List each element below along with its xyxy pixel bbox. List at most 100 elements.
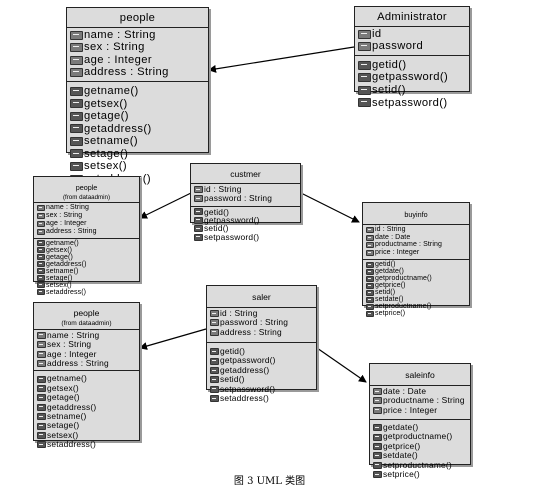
attributes-section: name : String sex : String age : Integer… xyxy=(34,330,139,372)
operation-icon xyxy=(373,443,382,451)
attributes-section: id password xyxy=(355,27,469,56)
class-people[interactable]: people (from dataadmin) name : String se… xyxy=(33,302,140,449)
operation-row: setname() xyxy=(37,411,136,421)
attribute-icon xyxy=(194,186,203,193)
operations-section: getdate() getproductname() getprice() se… xyxy=(370,420,470,481)
operation-icon xyxy=(373,433,382,441)
operations-section: getname() getsex() getage() getaddress()… xyxy=(34,239,139,298)
attribute-text: password : String xyxy=(204,193,273,204)
operation-row: setage() xyxy=(37,275,136,282)
attribute-icon xyxy=(194,195,203,203)
operation-icon xyxy=(194,225,203,233)
operation-icon xyxy=(37,441,46,449)
class-custmer[interactable]: custmer id : String password : String ge… xyxy=(190,163,301,241)
operation-row: setpassword() xyxy=(358,97,466,110)
attribute-icon xyxy=(37,331,46,339)
class-administrator[interactable]: Administrator id password getid() getpas… xyxy=(354,6,470,109)
attribute-row: sex : String xyxy=(70,41,205,54)
attribute-text: address : String xyxy=(46,227,97,235)
operation-row: getid() xyxy=(358,59,466,72)
attribute-icon xyxy=(70,55,83,65)
attribute-icon xyxy=(70,43,83,53)
operation-row: setpassword() xyxy=(210,384,313,394)
operation-row: setdate() xyxy=(366,296,466,303)
operation-text: setname() xyxy=(46,267,79,275)
operation-row: setprice() xyxy=(373,469,467,480)
class-name-box: Administrator xyxy=(355,7,469,27)
operation-icon xyxy=(37,282,45,289)
attribute-text: password xyxy=(372,40,424,53)
attributes-section: name : String sex : String age : Integer… xyxy=(67,28,208,82)
attribute-row: age : Integer xyxy=(70,54,205,67)
operation-icon xyxy=(373,452,382,460)
operation-icon xyxy=(70,86,83,96)
operation-text: setsex() xyxy=(84,160,127,173)
class-package: (from dataadmin) xyxy=(62,193,111,201)
attribute-row: sex : String xyxy=(37,212,136,220)
operation-icon xyxy=(37,403,46,411)
operation-text: setid() xyxy=(204,223,229,234)
operation-row: setproductname() xyxy=(373,460,467,470)
attribute-icon xyxy=(366,226,374,233)
class-name-box: saleinfo xyxy=(370,364,470,386)
operation-text: getpassword() xyxy=(220,355,276,366)
class-name-box: saler xyxy=(207,286,316,308)
operations-section: getid() getdate() getproductname() getpr… xyxy=(363,260,469,319)
relation-saler-saleinfo xyxy=(316,347,367,383)
operation-icon xyxy=(37,275,45,282)
class-people[interactable]: people (from dataadmin) name : String se… xyxy=(33,176,140,296)
attributes-section: id : String password : String address : … xyxy=(207,308,316,344)
operation-row: getproductname() xyxy=(366,275,466,282)
attribute-icon xyxy=(358,29,371,39)
operation-icon xyxy=(37,247,45,254)
class-people[interactable]: people name : String sex : String age : … xyxy=(66,7,209,185)
class-name-box: people (from dataadmin) xyxy=(34,177,139,204)
class-name-box: people (from dataadmin) xyxy=(34,303,139,330)
operation-icon xyxy=(37,261,45,268)
operation-text: setid() xyxy=(375,289,396,297)
operation-icon xyxy=(366,275,374,282)
attribute-icon xyxy=(210,310,219,317)
operation-row: getid() xyxy=(366,261,466,268)
operation-icon xyxy=(210,376,219,384)
operation-icon xyxy=(37,240,45,247)
operation-row: getpassword() xyxy=(358,71,466,84)
operation-icon xyxy=(70,99,83,109)
class-saleinfo[interactable]: saleinfo date : Date productname : Strin… xyxy=(369,363,471,479)
class-name-box: buyinfo xyxy=(363,203,469,225)
operation-text: setpassword() xyxy=(372,96,448,109)
attribute-row: password xyxy=(358,40,466,53)
operation-text: setsex() xyxy=(46,281,72,289)
operation-text: setprice() xyxy=(383,469,420,480)
attribute-row: id : String xyxy=(210,308,313,318)
operation-text: getaddress() xyxy=(84,122,152,135)
operation-icon xyxy=(366,268,374,275)
operation-icon xyxy=(37,394,46,402)
attribute-icon xyxy=(366,234,374,241)
operation-icon xyxy=(358,85,371,95)
operation-text: getid() xyxy=(220,346,246,357)
attribute-row: productname : String xyxy=(373,395,467,405)
operation-row: setdate() xyxy=(373,450,467,460)
attribute-icon xyxy=(366,250,374,257)
attribute-row: id : String xyxy=(366,226,466,234)
operation-text: getpassword() xyxy=(372,71,449,84)
attribute-text: age : Integer xyxy=(47,348,97,359)
class-name: people xyxy=(73,308,100,318)
operation-text: getpassword() xyxy=(204,215,260,226)
operations-section: getid() getpassword() setid() setpasswor… xyxy=(191,207,300,244)
class-saler[interactable]: saler id : String password : String addr… xyxy=(206,285,317,403)
operation-icon xyxy=(70,136,83,146)
attribute-text: password : String xyxy=(220,317,289,328)
operation-icon xyxy=(358,98,371,108)
attribute-row: productname : String xyxy=(366,241,466,249)
attribute-text: id : String xyxy=(204,183,242,194)
operation-text: getaddress() xyxy=(46,260,87,268)
attribute-text: age : Integer xyxy=(46,219,87,227)
operation-row: getage() xyxy=(37,392,136,402)
class-buyinfo[interactable]: buyinfo id : String date : Date productn… xyxy=(362,202,470,317)
attribute-row: sex : String xyxy=(37,339,136,349)
operation-row: getprice() xyxy=(373,441,467,451)
operation-icon xyxy=(366,303,374,310)
